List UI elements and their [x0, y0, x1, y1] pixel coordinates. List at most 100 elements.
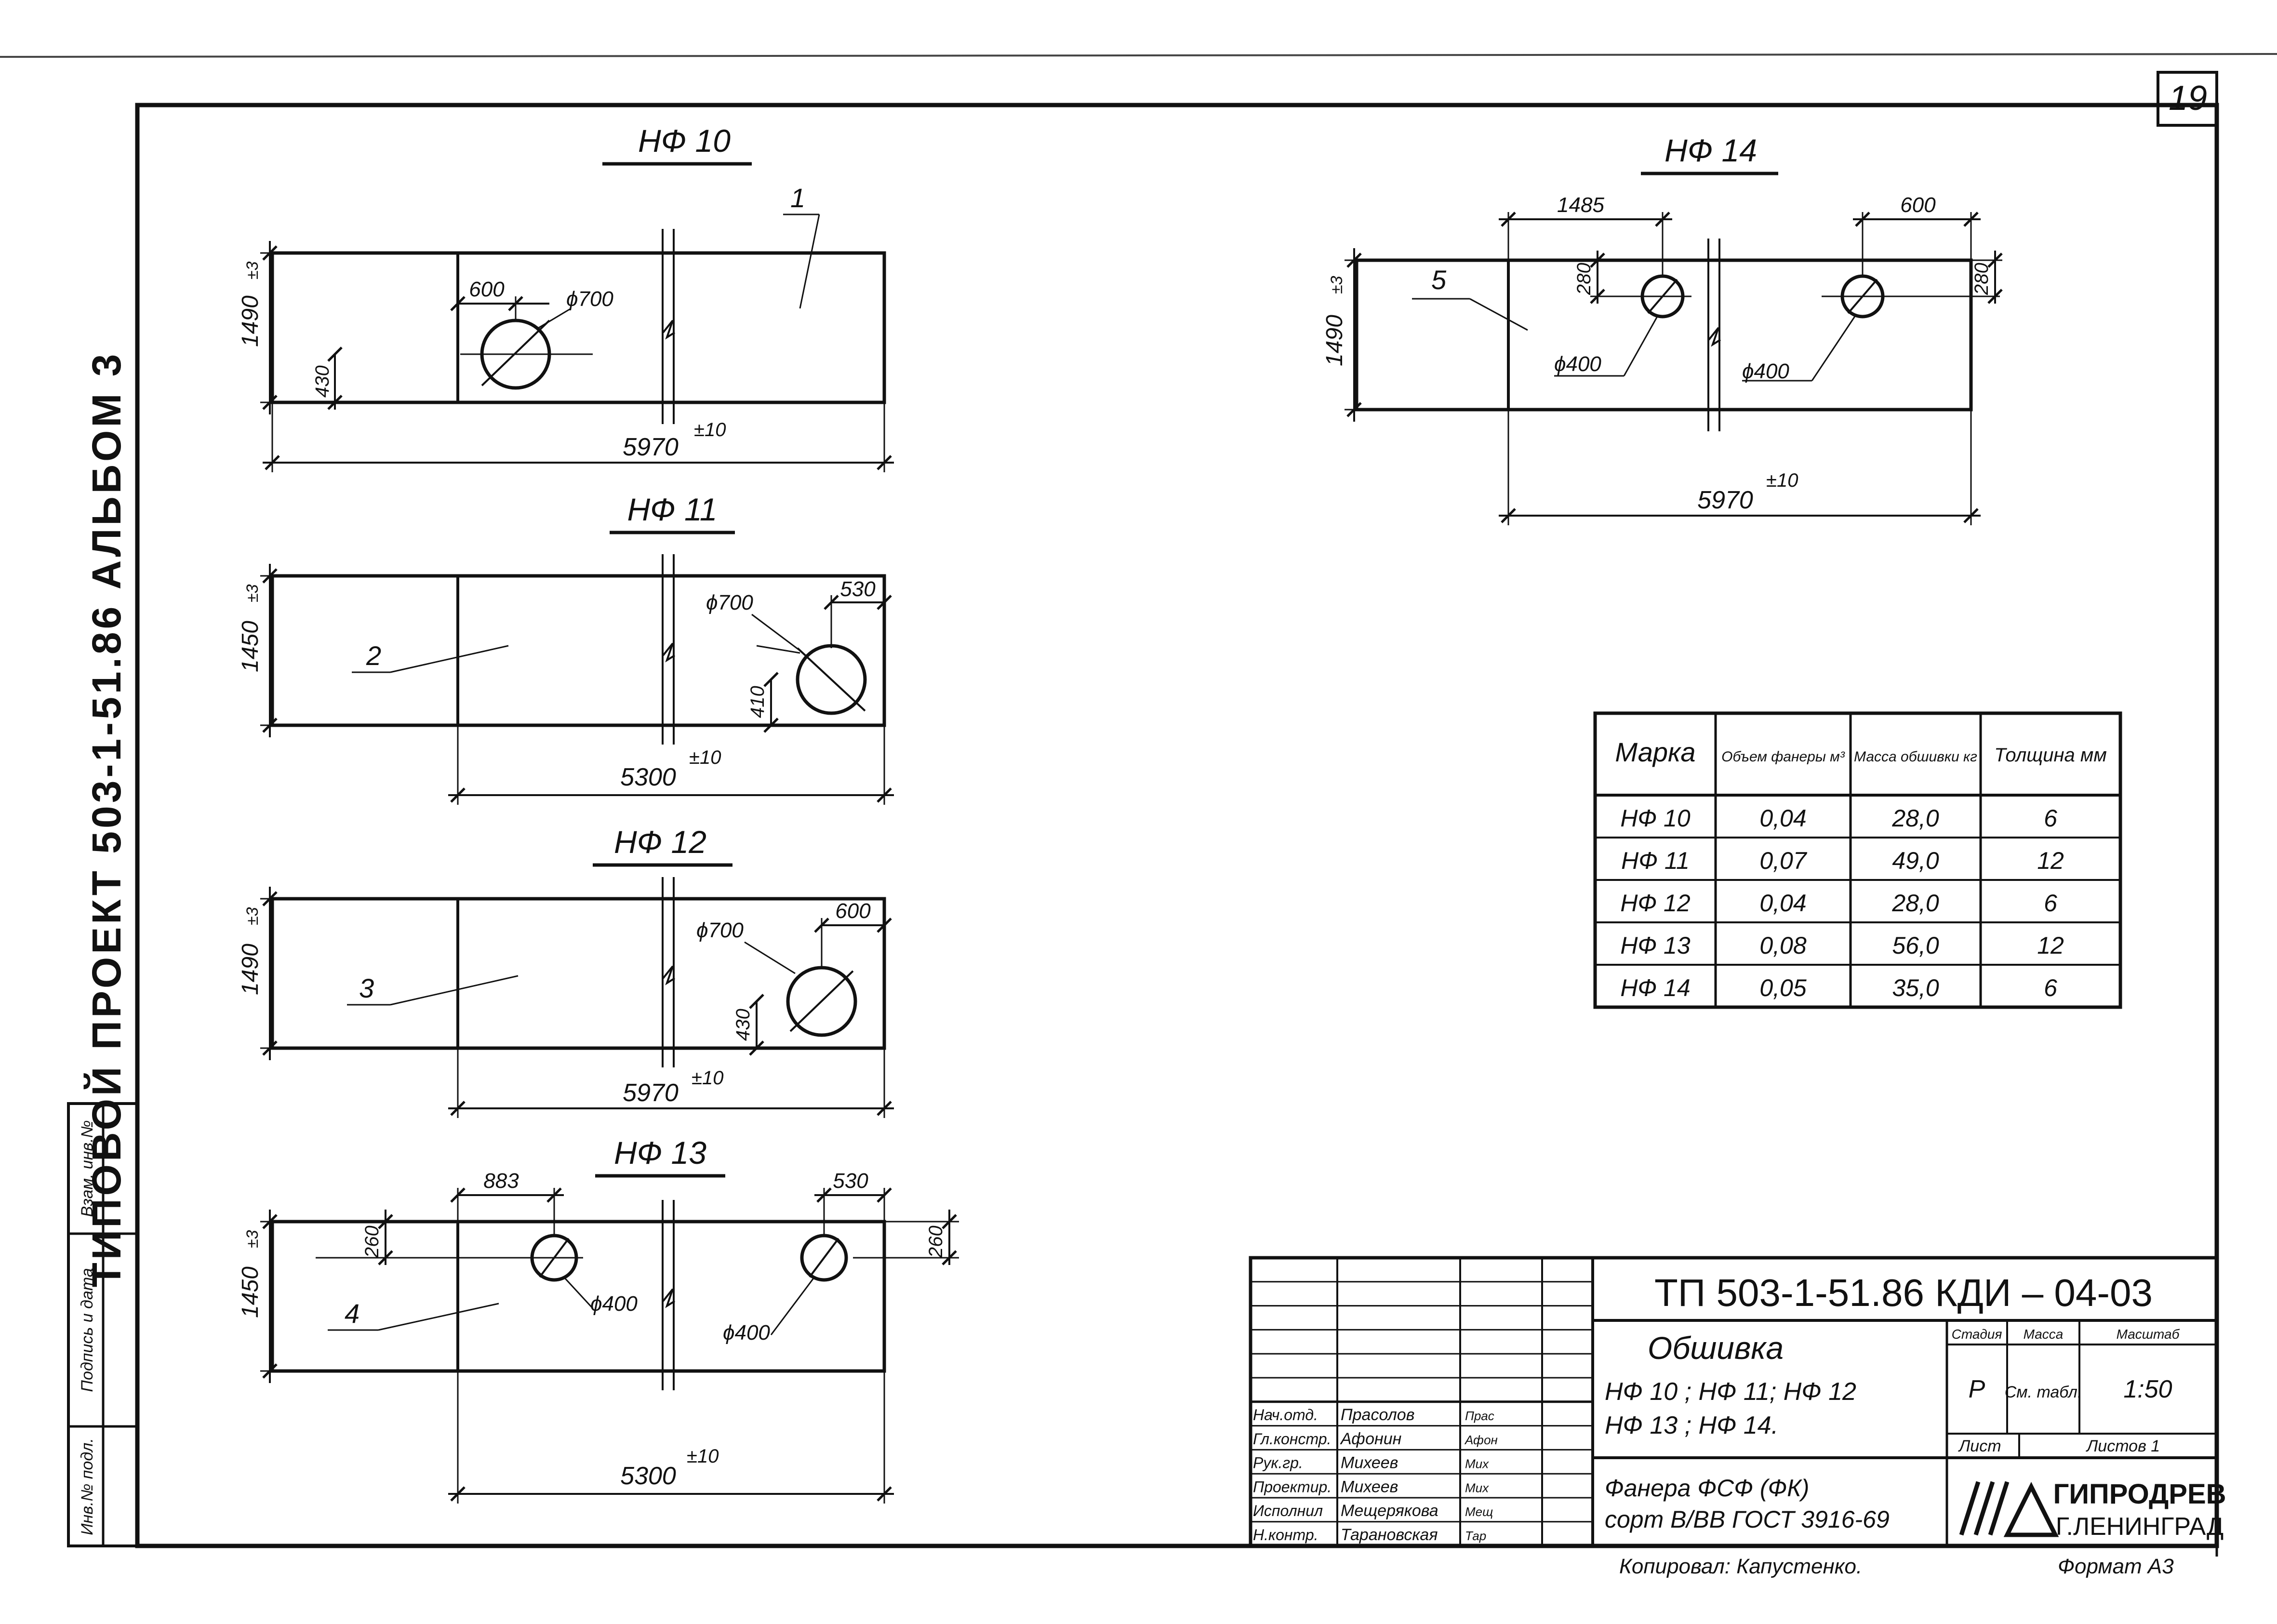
panel-nf13-hole-dia-1: ϕ400: [590, 1292, 638, 1316]
staff-signature: Афон: [1464, 1433, 1498, 1447]
panel-nf10-hole-dim: 600: [469, 278, 505, 301]
staff-role: Гл.констр.: [1253, 1430, 1331, 1448]
table-cell: 0,08: [1759, 932, 1807, 959]
panel-nf12-width: 5970: [623, 1079, 679, 1107]
table-header-mark: Марка: [1615, 737, 1695, 767]
panel-nf14: НФ 14 1485 600 280 280: [1322, 133, 2002, 525]
sheet-number-box: [2157, 71, 2218, 127]
panel-nf12-width-tol: ±10: [692, 1067, 723, 1089]
panel-nf11-title: НФ 11: [627, 492, 718, 527]
panel-nf12-outline: [270, 877, 886, 1067]
panel-nf11: НФ 11 ϕ700 530 410 5300 ±10: [238, 492, 894, 805]
table-cell: НФ 10: [1620, 805, 1691, 832]
panel-nf11-hole-offset: 410: [747, 686, 768, 718]
table-cell: 12: [2037, 847, 2064, 874]
title-code: ТП 503-1-51.86 КДИ – 04-03: [1654, 1271, 2153, 1314]
side-stamp: Инв.№ подл. Подпись и дата Взам. инв.№: [67, 1102, 139, 1547]
panel-nf11-hole-dia: ϕ700: [706, 591, 753, 614]
staff-signature: Прас: [1465, 1409, 1494, 1423]
panel-nf11-width-tol: ±10: [689, 747, 721, 768]
panel-nf13-title: НФ 13: [614, 1135, 706, 1171]
table-header-volume: Объем фанеры м³: [1721, 749, 1845, 765]
panel-nf10-callout: 1: [790, 183, 805, 213]
panel-nf13-height: 1450: [238, 1266, 263, 1318]
table-cell: 49,0: [1892, 847, 1939, 874]
table-cell: НФ 12: [1620, 890, 1691, 917]
panel-nf11-width: 5300: [620, 763, 676, 791]
staff-name: Прасолов: [1341, 1406, 1414, 1424]
side-stamp-replace: Взам. инв.№: [78, 1120, 96, 1217]
title-material-2: сорт В/ВВ ГОСТ 3916-69: [1605, 1506, 1890, 1533]
panel-nf11-outline: [270, 554, 886, 745]
staff-signature: Мещ: [1465, 1504, 1493, 1519]
copied-by: Копировал: Капустенко.: [1619, 1555, 1862, 1578]
table-header-mass: Масса обшивки кг: [1854, 749, 1977, 765]
panel-nf13-hole-dia-2: ϕ400: [723, 1321, 770, 1344]
panel-nf14-outline: [1355, 239, 1973, 431]
table-cell: 0,05: [1759, 974, 1807, 1001]
staff-name: Афонин: [1340, 1430, 1402, 1448]
table-cell: НФ 14: [1620, 974, 1690, 1001]
panel-nf14-height-tol: ±3: [1328, 276, 1346, 294]
panel-nf10-height: 1490: [238, 295, 263, 347]
org-city: Г.ЛЕНИНГРАД: [2056, 1513, 2224, 1541]
panel-nf14-hole2-dim: 600: [1900, 193, 1936, 217]
panel-nf13-hole1-dim: 883: [483, 1169, 519, 1193]
table-cell: 35,0: [1892, 974, 1939, 1001]
staff-role: Нач.отд.: [1253, 1406, 1318, 1424]
panel-nf11-height: 1450: [238, 621, 263, 672]
panel-nf13: НФ 13 883 530 260 260: [238, 1135, 959, 1504]
panel-nf14-hole-dia-1: ϕ400: [1554, 352, 1601, 376]
staff-signature: Мих: [1465, 1457, 1489, 1471]
panel-nf11-hole-dim: 530: [840, 577, 876, 601]
staff-name: Мещерякова: [1341, 1502, 1438, 1520]
panel-nf13-callout: 4: [345, 1298, 360, 1329]
side-stamp-inv: Инв.№ подл.: [78, 1438, 96, 1535]
panel-nf10-width-tol: ±10: [694, 419, 726, 440]
panel-nf14-hole-dia-2: ϕ400: [1742, 359, 1789, 383]
panel-nf12-hole-dia: ϕ700: [696, 918, 744, 942]
table-cell: 28,0: [1891, 805, 1939, 832]
panel-nf14-hole-offset: 280: [1573, 263, 1595, 295]
stage-label: Стадия: [1952, 1327, 2002, 1342]
table-cell: 6: [2044, 890, 2057, 917]
staff-role: Проектир.: [1253, 1478, 1332, 1495]
table-cell: 0,07: [1759, 847, 1808, 874]
scale-value: 1:50: [2123, 1375, 2172, 1403]
panel-nf14-hole-offset-2: 280: [1971, 263, 1992, 295]
panel-nf11-height-tol: ±3: [243, 584, 262, 602]
table-cell: 0,04: [1759, 805, 1806, 832]
panel-nf14-title: НФ 14: [1664, 133, 1757, 168]
staff-role: Исполнил: [1253, 1502, 1323, 1519]
panel-nf10-title: НФ 10: [638, 123, 731, 159]
panel-nf13-width-tol: ±10: [687, 1446, 719, 1467]
panel-nf10-width: 5970: [623, 433, 679, 461]
staff-name: Тарановская: [1341, 1526, 1438, 1544]
staff-name: Михеев: [1341, 1454, 1398, 1472]
table-cell: НФ 11: [1621, 847, 1690, 874]
spec-table: Марка Объем фанеры м³ Масса обшивки кг Т…: [1593, 711, 2122, 1009]
staff-signature: Мих: [1465, 1480, 1489, 1495]
table-cell: 12: [2037, 932, 2064, 959]
panel-nf13-width: 5300: [620, 1462, 676, 1490]
panel-nf12-hole-dim: 600: [835, 899, 871, 923]
mass-value: См. табл.: [2005, 1383, 2082, 1401]
side-stamp-sign: Подпись и дата: [78, 1268, 96, 1392]
panel-nf14-callout: 5: [1431, 265, 1447, 295]
org-logo-icon: [1959, 1481, 2059, 1537]
title-block: ТП 503-1-51.86 КДИ – 04-03 Обшивка НФ 10…: [1249, 1256, 2226, 1548]
panel-nf12: НФ 12 ϕ700 600 430 5970 ±10: [238, 824, 894, 1118]
paper-format: Формат А3: [2058, 1555, 2174, 1578]
panel-nf10-height-tol: ±3: [243, 261, 262, 280]
table-cell: 6: [2044, 974, 2057, 1001]
title-material-1: Фанера ФСФ (ФК): [1605, 1475, 1809, 1502]
panel-nf12-hole-offset: 430: [732, 1009, 754, 1041]
sheet-number: 19: [2169, 79, 2207, 118]
staff-role: Рук.гр.: [1253, 1454, 1303, 1472]
scale-label: Масштаб: [2117, 1327, 2180, 1342]
panel-nf12-height-tol: ±3: [243, 907, 262, 925]
table-cell: НФ 13: [1620, 932, 1691, 959]
